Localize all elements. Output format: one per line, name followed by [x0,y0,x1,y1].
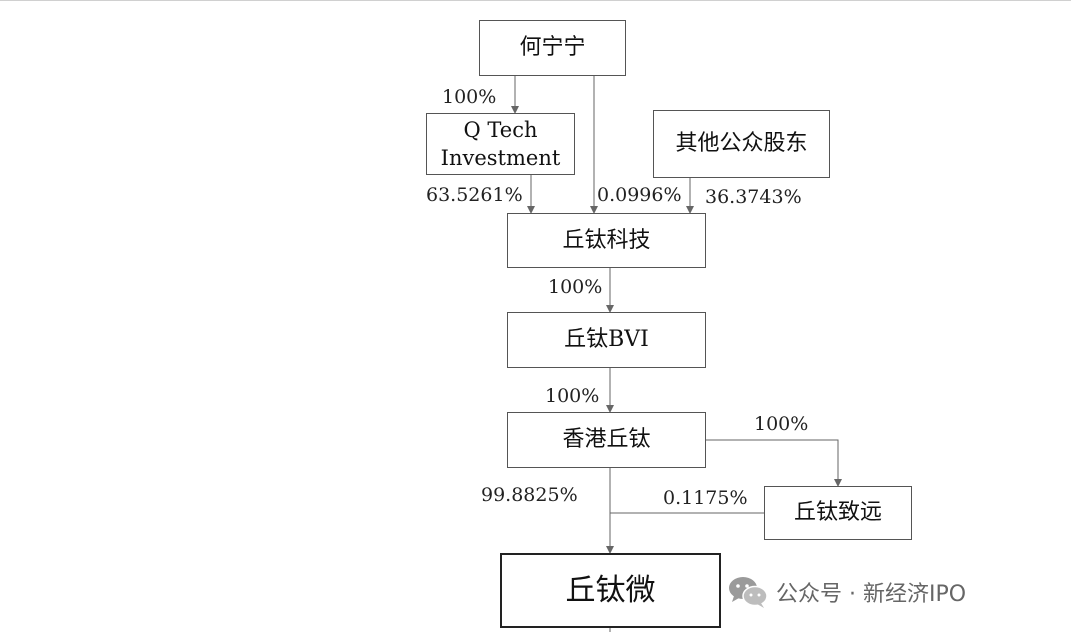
top-border [0,0,1071,1]
watermark: 公众号 · 新经济IPO [728,572,966,612]
pct-zhiyuan-to-micro: 0.1175% [663,487,748,509]
pct-hk-to-zhiyuan: 100% [754,413,809,435]
node-qiutai-bvi: 丘钛BVI [507,312,706,368]
pct-he-to-qtech: 100% [442,86,497,108]
pct-public-to-tech: 36.3743% [705,186,802,208]
pct-bvi-to-hk: 100% [545,385,600,407]
node-he-ningning: 何宁宁 [479,20,626,76]
node-qiutai-zhiyuan: 丘钛致远 [764,486,912,540]
node-qiutai-tech: 丘钛科技 [507,213,706,268]
watermark-text: 公众号 · 新经济IPO [776,582,967,607]
pct-tech-to-bvi: 100% [548,276,603,298]
pct-qtech-to-tech: 63.5261% [426,184,523,206]
node-q-tech-investment: Q Tech Investment [426,113,575,175]
node-hk-qiutai: 香港丘钛 [507,412,706,468]
node-public-shareholders: 其他公众股东 [653,110,830,178]
node-qiutai-micro: 丘钛微 [500,553,721,628]
pct-hk-to-micro: 99.8825% [481,484,578,506]
wechat-icon [729,577,768,608]
edge-hk-to-zhiyuan [706,439,842,487]
pct-he-to-tech: 0.0996% [597,184,682,206]
